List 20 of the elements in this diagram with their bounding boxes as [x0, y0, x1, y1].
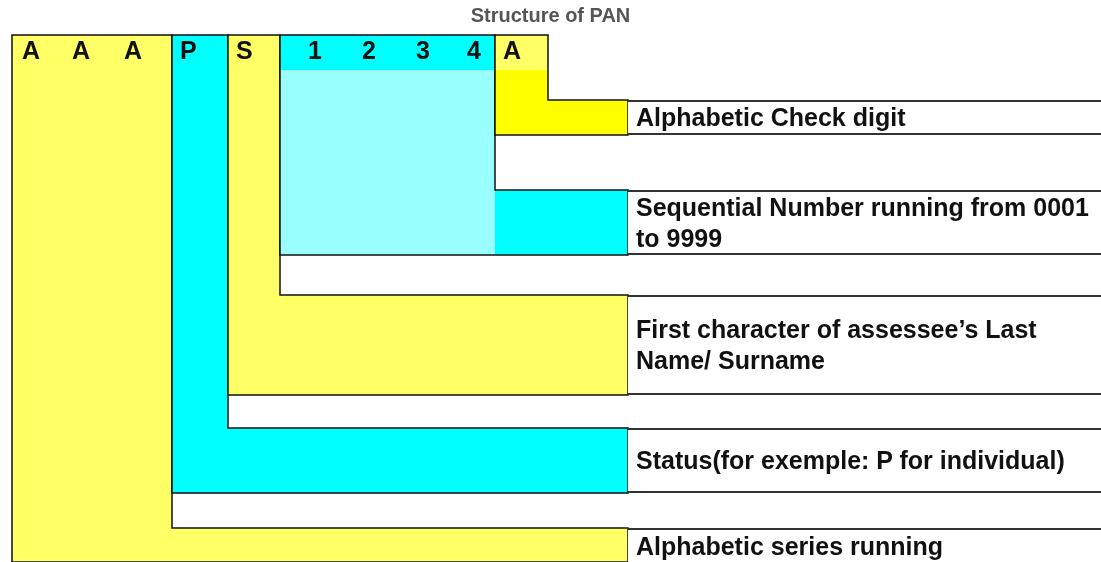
pan-character: A	[124, 36, 143, 65]
pan-character: A	[22, 36, 41, 65]
pan-character: S	[236, 36, 253, 65]
description-text: First character of assessee’s Last Name/ Surname	[635, 314, 1038, 376]
description-box	[628, 428, 1101, 493]
description-box	[628, 295, 1101, 395]
description-text: Sequential Number running from 0001 to 9999	[635, 191, 1090, 254]
description-box	[628, 528, 1101, 562]
pan-character: P	[180, 36, 197, 65]
pan-character: A	[72, 36, 91, 65]
description-text: Alphabetic Check digit	[635, 102, 906, 133]
diagram-title: Structure of PAN	[469, 4, 632, 27]
pan-character: A	[503, 36, 522, 65]
pan-character: 1	[308, 36, 322, 65]
description-text: Status(for exemple: P for individual)	[635, 445, 1065, 476]
pan-character: 4	[467, 36, 481, 65]
pan-character: 2	[362, 36, 376, 65]
pan-character: 3	[416, 36, 430, 65]
description-text: Alphabetic series running	[635, 530, 943, 562]
description-box	[628, 100, 1101, 135]
